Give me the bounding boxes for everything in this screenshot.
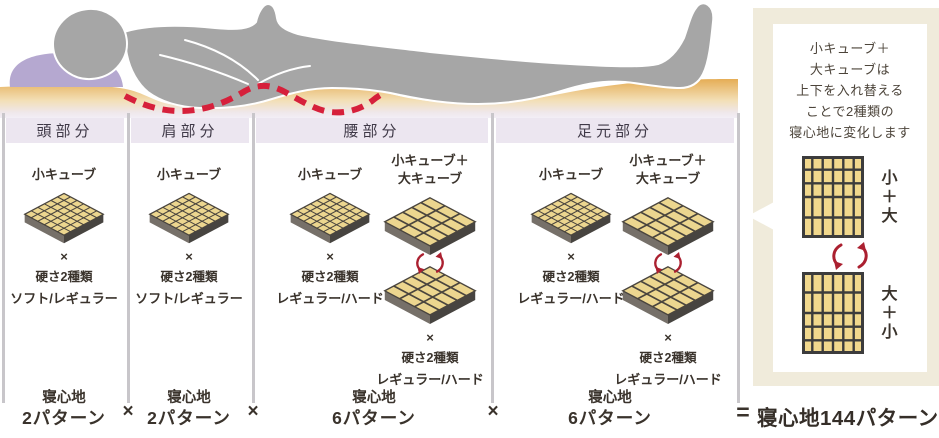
equals-sign: = (736, 399, 750, 425)
option-head-small-cube: 小キューブ × 硬さ2種類 ソフト/レギュラー (0, 166, 139, 307)
cube-type-label: 小キューブ (538, 167, 604, 182)
result-value: 6パターン (332, 407, 416, 428)
grid-label: 小＋大 (878, 168, 896, 226)
result-feet: 寝心地 6パターン (568, 391, 652, 427)
firmness-options: レギュラー/ハード (276, 291, 384, 306)
option-feet-small-plus-large-cube: 小キューブ＋ 大キューブ × 硬さ2種類 レギュラー/ハード (593, 152, 743, 388)
result-label: 寝心地 (42, 390, 86, 406)
body-silhouette (123, 2, 715, 110)
multiply-sign: × (60, 249, 68, 264)
option-shoulder-small-cube: 小キューブ × 硬さ2種類 ソフト/レギュラー (114, 166, 264, 307)
sleeping-person-illustration (0, 2, 738, 118)
hardness-label: 硬さ2種類 (35, 270, 93, 284)
firmness-options: ソフト/レギュラー (135, 291, 243, 306)
firmness-options: ソフト/レギュラー (10, 291, 118, 306)
hardness-label: 硬さ2種類 (401, 351, 459, 365)
result-label: 寝心地 (167, 390, 211, 406)
multiply-separator: × (487, 401, 499, 422)
mixed-cube-image (620, 264, 716, 325)
firmness-options: レギュラー/ハード (376, 372, 484, 387)
small-cube-image (22, 191, 106, 244)
firmness-options: レギュラー/ハード (614, 372, 722, 387)
callout-pointer (748, 202, 774, 230)
result-label: 寝心地 (588, 390, 632, 406)
divider (252, 113, 255, 403)
arm-outline (159, 39, 311, 85)
option-waist-small-plus-large-cube: 小キューブ＋ 大キューブ × 硬さ2種類 レギュラー/ハード (355, 152, 505, 388)
hardness-label: 硬さ2種類 (160, 270, 218, 284)
swap-arrows-icon (646, 252, 690, 274)
section-header-shoulder: 肩部分 (131, 118, 249, 143)
multiply-sign: × (664, 330, 672, 345)
section-header-feet: 足元部分 (496, 118, 734, 143)
result-value: 6パターン (568, 407, 652, 428)
top-view-grid-small-plus-large (801, 156, 864, 238)
result-label: 寝心地 (352, 390, 396, 406)
swap-arrows-icon (408, 252, 452, 274)
cube-type-label: 小キューブ (156, 167, 222, 182)
multiply-sign: × (326, 249, 334, 264)
swap-arrows-row (773, 242, 927, 270)
section-header-waist: 腰部分 (256, 118, 488, 143)
result-waist: 寝心地 6パターン (332, 391, 416, 427)
head-silhouette (52, 7, 128, 81)
hardness-label: 硬さ2種類 (639, 351, 697, 365)
hardness-label: 硬さ2種類 (542, 270, 600, 284)
multiply-separator: × (247, 401, 259, 422)
small-cube-image (288, 191, 372, 244)
multiply-sign: × (185, 249, 193, 264)
divider (2, 113, 5, 403)
grid-label: 大＋小 (878, 284, 896, 342)
top-view-grid-large-plus-small (801, 272, 864, 354)
option-waist-small-cube: 小キューブ × 硬さ2種類 レギュラー/ハード (255, 166, 405, 307)
swap-arrows-icon (825, 242, 875, 270)
firmness-options: レギュラー/ハード (517, 291, 625, 306)
small-cube-image (147, 191, 231, 244)
small-cube-image (529, 191, 613, 244)
hardness-label: 硬さ2種類 (301, 270, 359, 284)
divider (491, 113, 494, 403)
section-header-head: 頭部分 (6, 118, 124, 143)
cube-type-label: 小キューブ＋ 大キューブ (391, 153, 469, 186)
result-shoulder: 寝心地 2パターン (147, 391, 231, 427)
mixed-cube-image (382, 264, 478, 325)
grid-row-large-small: 大＋小 (773, 272, 927, 354)
panel-inner: 小キューブ＋ 大キューブは 上下を入れ替える ことで2種類の 寝心地に変化します… (748, 24, 927, 372)
mixed-cube-image (620, 195, 716, 256)
divider (127, 113, 130, 403)
option-feet-small-cube: 小キューブ × 硬さ2種類 レギュラー/ハード (496, 166, 646, 307)
divider (737, 113, 740, 403)
cube-type-label: 小キューブ (31, 167, 97, 182)
panel-note: 小キューブ＋ 大キューブは 上下を入れ替える ことで2種類の 寝心地に変化します (789, 41, 911, 140)
cube-type-label: 小キューブ (297, 167, 363, 182)
multiply-sign: × (426, 330, 434, 345)
total-patterns: 寝心地144パターン (757, 407, 939, 430)
result-head: 寝心地 2パターン (22, 391, 106, 427)
swap-explanation-panel: 小キューブ＋ 大キューブは 上下を入れ替える ことで2種類の 寝心地に変化します… (748, 8, 939, 386)
multiply-separator: × (122, 401, 134, 422)
result-value: 2パターン (22, 407, 106, 428)
grid-row-small-large: 小＋大 (773, 156, 927, 238)
result-value: 2パターン (147, 407, 231, 428)
cube-type-label: 小キューブ＋ 大キューブ (629, 153, 707, 186)
multiply-sign: × (567, 249, 575, 264)
red-dashed-pressure-line (123, 82, 388, 116)
mixed-cube-image (382, 195, 478, 256)
